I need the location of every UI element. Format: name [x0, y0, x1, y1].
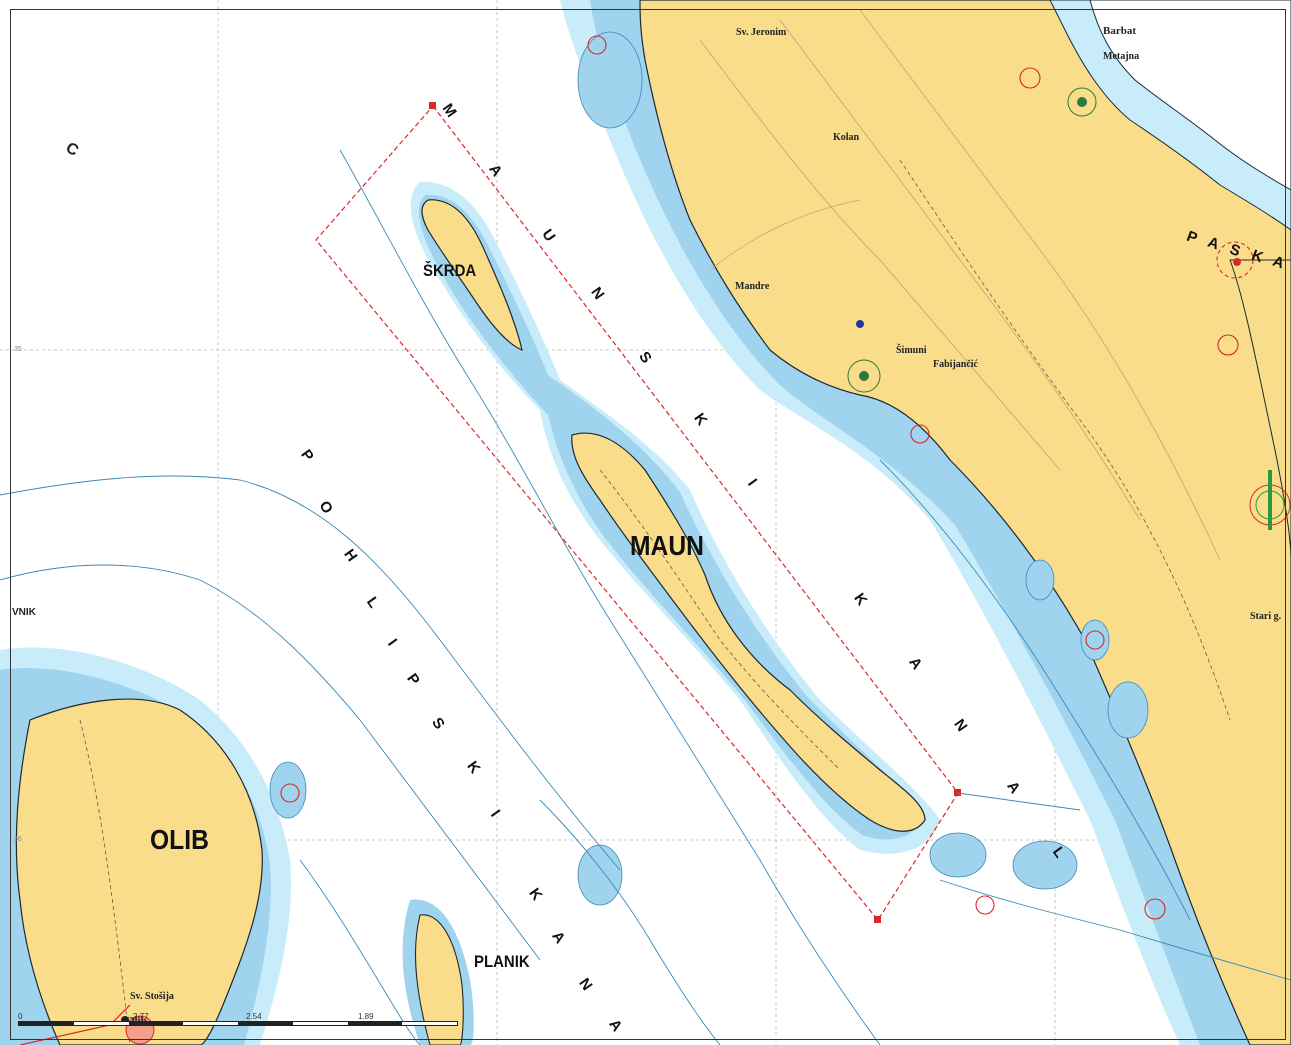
survey-corner-markers — [429, 102, 961, 923]
maun-group — [410, 181, 941, 854]
skrda-land — [421, 199, 523, 352]
maun-land — [571, 432, 926, 832]
island-label-skrda: ŠKRDA — [423, 261, 477, 280]
place-label-simuni: Šimuni — [896, 345, 927, 356]
pag-island — [560, 0, 1291, 1045]
scale-tick-label: 2.54 — [246, 1012, 262, 1021]
place-label-kolan: Kolan — [833, 132, 860, 143]
scale-tick-label: 1.89 — [358, 1012, 374, 1021]
island-label-maun: MAUN — [630, 530, 704, 561]
scale-tick-label: 0 — [18, 1012, 23, 1021]
place-label-sv-jeronim: Sv. Jeronim — [736, 27, 787, 38]
survey-area-outline — [315, 105, 959, 922]
pag-inner-bay-water — [1089, 0, 1291, 191]
place-label-metajna: Metajna — [1103, 51, 1140, 62]
grid-label: 36 — [14, 836, 22, 843]
shoals — [269, 31, 1149, 906]
scale-tick-label: 2.77 — [133, 1012, 149, 1021]
planik-group — [402, 899, 474, 1045]
depth-contours — [0, 149, 1291, 1045]
place-label-west-edge: VNIK — [12, 607, 36, 618]
place-label-fabijancic: Fabijančić — [933, 359, 978, 370]
grid-label: 35 — [14, 346, 22, 353]
place-label-barbat: Barbat — [1103, 25, 1136, 37]
planik-land — [414, 914, 464, 1045]
olib-group — [0, 647, 291, 1045]
pag-east-land — [1229, 259, 1291, 561]
place-label-stara-novalja: Stari g. — [1250, 611, 1282, 622]
olib-land — [15, 698, 263, 1045]
island-label-planik: PLANIK — [474, 952, 530, 971]
scale-bar: 0 2.77 2.54 1.89 — [18, 1012, 458, 1032]
place-label-mandre: Mandre — [735, 281, 770, 292]
scale-bar-segments — [18, 1021, 458, 1026]
island-label-olib: OLIB — [150, 824, 209, 855]
place-label-sv-stosija: Sv. Stošija — [130, 991, 174, 1002]
hazard-rings — [280, 35, 1254, 920]
